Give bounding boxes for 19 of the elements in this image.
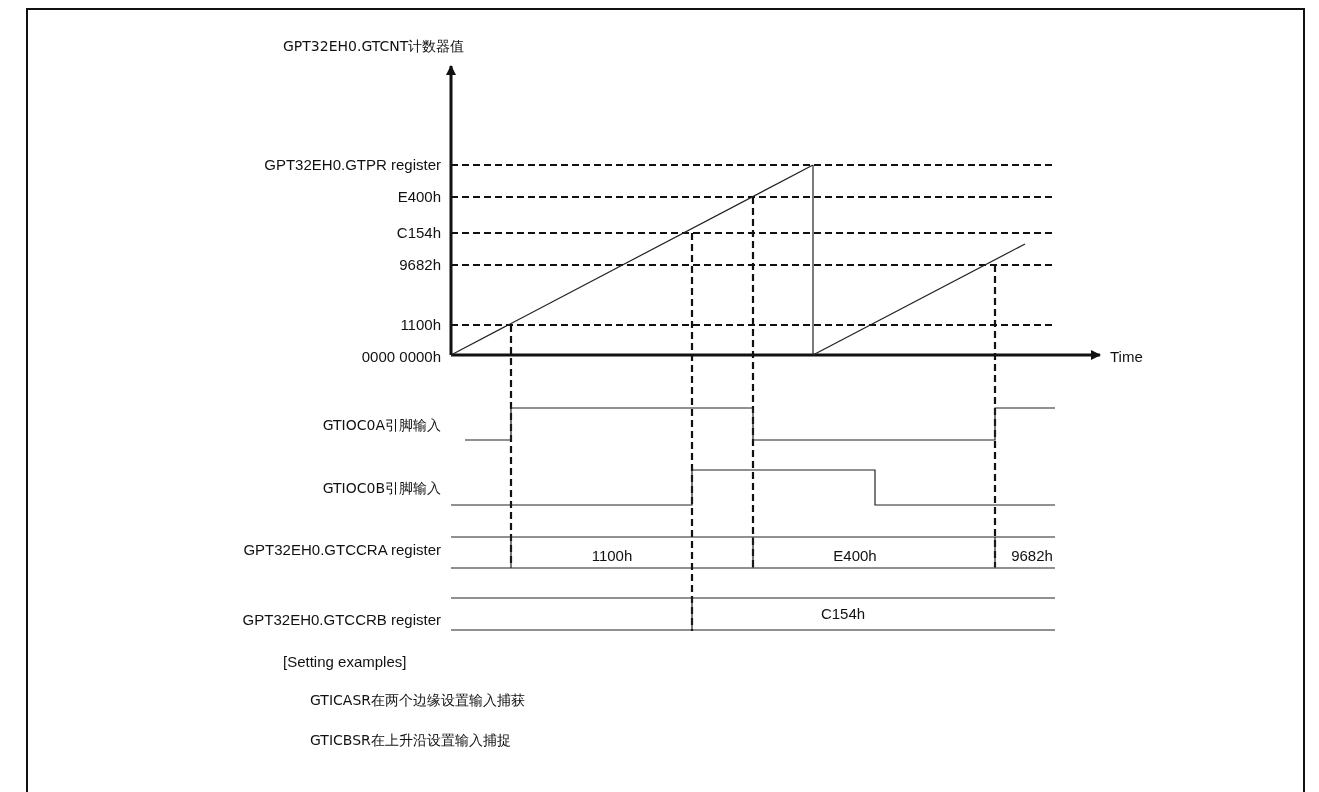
register-value: C154h xyxy=(820,604,866,624)
register-value: E400h xyxy=(833,546,877,566)
signal-label: GTIOC0A引脚输入 xyxy=(322,416,441,435)
note-text: GTICBSR在上升沿设置输入捕捉 xyxy=(310,731,511,750)
level-label: E400h xyxy=(397,187,441,207)
level-label: GPT32EH0.GTPR register xyxy=(264,155,441,175)
register-value: 1100h xyxy=(591,546,633,566)
note-text: GTICASR在两个边缘设置输入捕获 xyxy=(310,691,525,710)
register-label: GPT32EH0.GTCCRA register xyxy=(243,540,441,560)
register-value: 9682h xyxy=(1011,546,1053,566)
axis-title: GPT32EH0.GTCNT计数器值 xyxy=(283,37,465,56)
signal-label: GTIOC0B引脚输入 xyxy=(322,479,441,498)
axis-label: Time xyxy=(1110,347,1143,367)
level-label: 9682h xyxy=(399,255,441,275)
section-heading: [Setting examples] xyxy=(283,652,407,672)
level-label: 0000 0000h xyxy=(361,347,441,367)
level-label: 1100h xyxy=(400,315,441,335)
level-label: C154h xyxy=(396,223,441,243)
register-label: GPT32EH0.GTCCRB register xyxy=(242,610,441,630)
